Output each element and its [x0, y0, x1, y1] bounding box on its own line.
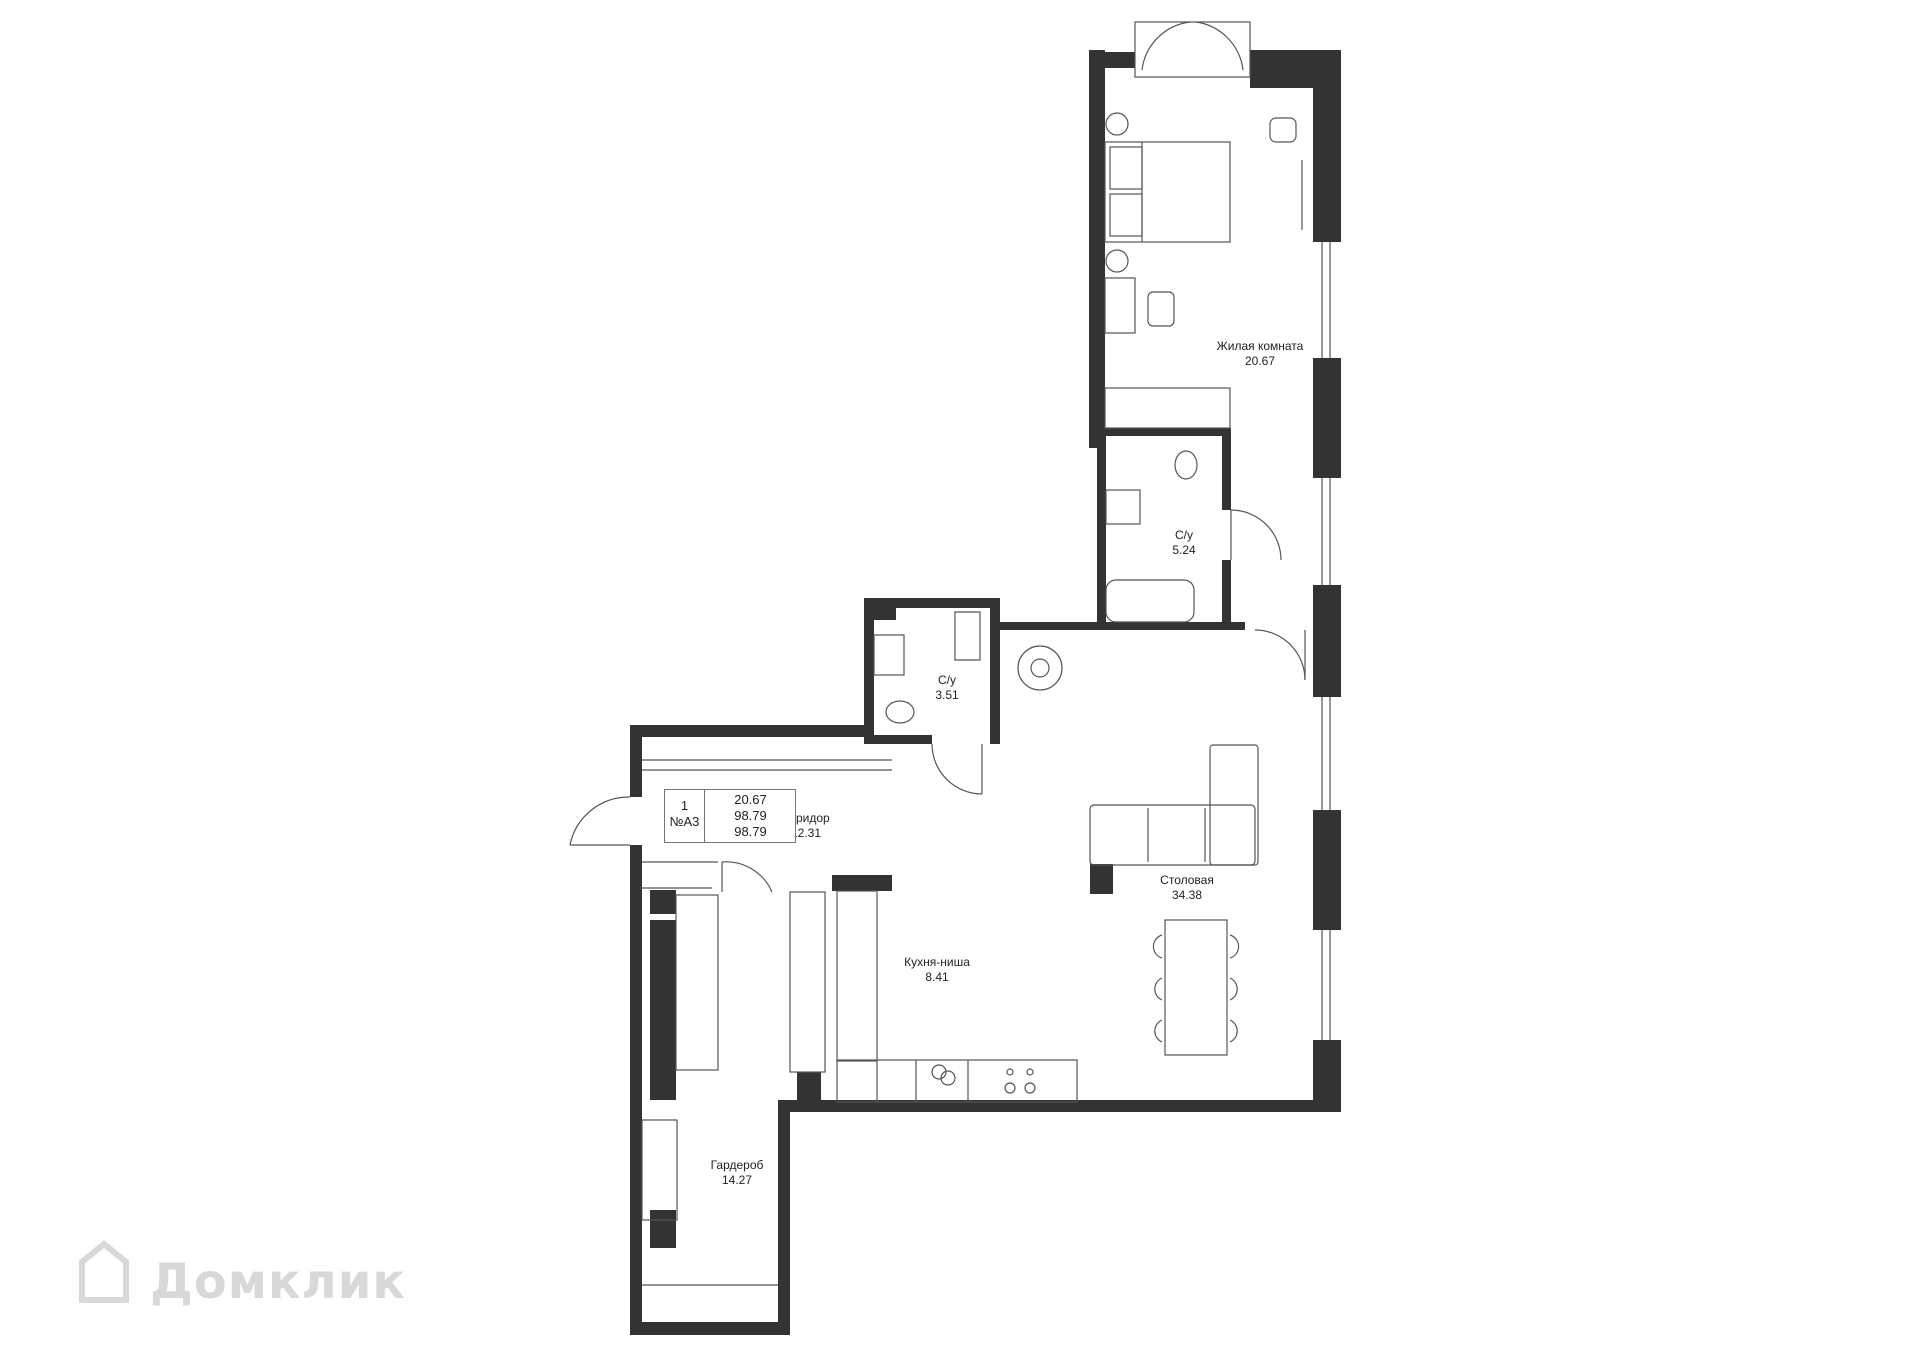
room-label-bath2: С/у 3.51 [935, 673, 958, 703]
watermark-logo-icon [79, 1240, 129, 1303]
room-name: С/у [1174, 528, 1193, 542]
room-name: С/у [937, 673, 956, 687]
living-area-value: 20.67 [734, 792, 767, 807]
room-label-bath1: С/у 5.24 [1172, 528, 1195, 558]
room-area: 20.67 [1244, 354, 1276, 368]
room-name: Гардероб [710, 1158, 764, 1172]
watermark-text: Домклик [150, 1254, 406, 1310]
room-area: 3.51 [935, 688, 959, 702]
walls [630, 50, 1341, 1335]
interior-lines [569, 21, 1331, 1286]
room-area: 12.31 [790, 826, 822, 840]
apartment-info-right: 20.67 98.79 98.79 [706, 790, 795, 842]
room-area: 14.27 [721, 1173, 753, 1187]
room-label-kitchen: Кухня-ниша 8.41 [904, 955, 970, 985]
total-area-value-2: 98.79 [734, 824, 767, 839]
room-name: Кухня-ниша [904, 955, 970, 969]
apartment-info-left: 1 №А3 [665, 790, 705, 842]
room-label-dining: Столовая 34.38 [1160, 873, 1214, 903]
rooms-count: 1 [680, 798, 689, 813]
room-label-living: Жилая комната 20.67 [1217, 339, 1304, 369]
room-name: Жилая комната [1216, 339, 1304, 353]
room-area: 8.41 [925, 970, 949, 984]
room-name: Столовая [1160, 873, 1214, 887]
room-area: 5.24 [1172, 543, 1196, 557]
apartment-info-box: 1 №А3 20.67 98.79 98.79 [664, 789, 796, 843]
apartment-number: №А3 [669, 814, 700, 829]
room-area: 34.38 [1171, 888, 1203, 902]
room-label-wardrobe: Гардероб 14.27 [711, 1158, 764, 1188]
total-area-value: 98.79 [734, 808, 767, 823]
